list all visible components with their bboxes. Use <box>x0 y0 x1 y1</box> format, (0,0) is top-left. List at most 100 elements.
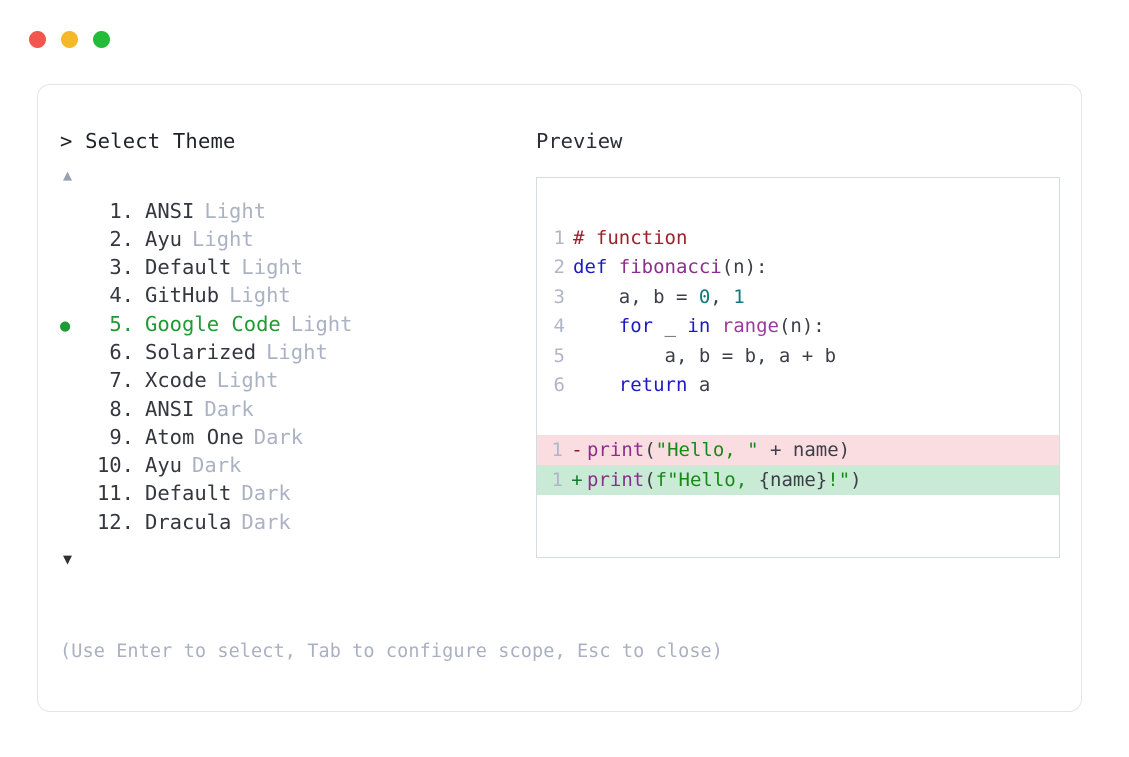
code-token: def <box>573 256 619 279</box>
code-text: def fibonacci(n): <box>573 253 767 283</box>
theme-name: Default <box>145 481 232 506</box>
theme-index: 7. <box>109 368 134 393</box>
theme-index: 8. <box>109 396 134 421</box>
keyboard-hint: (Use Enter to select, Tab to configure s… <box>60 641 724 662</box>
code-text: a, b = b, a + b <box>573 342 837 372</box>
diff-added-line: 1+print(f"Hello, {name}!") <box>537 464 1059 495</box>
theme-index: 3. <box>109 255 134 280</box>
code-line: 4 for _ in range(n): <box>537 312 1059 342</box>
diff-removed-line: 1-print("Hello, " + name) <box>537 434 1059 465</box>
theme-variant: Light <box>241 255 304 280</box>
prompt-caret-icon: > <box>60 129 73 153</box>
code-token: + name) <box>758 438 851 461</box>
code-token: "Hello, " <box>655 438 759 461</box>
code-line: 6 return a <box>537 371 1059 401</box>
theme-name: Google Code <box>145 311 281 336</box>
window-titlebar <box>0 0 1129 70</box>
diff-block: 1-print("Hello, " + name)1+print(f"Hello… <box>537 434 1059 495</box>
theme-index: 11. <box>96 481 134 506</box>
line-number: 6 <box>553 374 565 397</box>
theme-index: 10. <box>96 453 134 478</box>
theme-variant: Dark <box>192 453 242 478</box>
minimize-window-button[interactable] <box>61 31 78 48</box>
window-controls <box>29 31 110 48</box>
code-token: print <box>587 438 645 461</box>
maximize-window-button[interactable] <box>93 31 110 48</box>
code-token: 1 <box>733 285 745 308</box>
code-text: print(f"Hello, {name}!") <box>587 465 862 495</box>
theme-variant: Light <box>204 198 267 223</box>
code-line: 5 a, b = b, a + b <box>537 342 1059 372</box>
code-token: _ <box>653 315 688 338</box>
theme-list-item[interactable]: 7. Xcode Light <box>60 366 530 394</box>
code-token: for <box>618 315 654 338</box>
diff-sign: - <box>571 438 583 461</box>
code-token: a, b = <box>573 285 699 308</box>
code-token: ( <box>644 438 656 461</box>
line-number: 1 <box>551 468 563 491</box>
theme-list-item[interactable]: ● 5. Google Code Light <box>60 310 530 338</box>
theme-index: 12. <box>96 509 134 534</box>
theme-index: 6. <box>109 339 134 364</box>
theme-list-item[interactable]: 11. Default Dark <box>60 479 530 507</box>
preview-label: Preview <box>536 129 623 153</box>
theme-index: 4. <box>109 283 134 308</box>
scroll-up-icon[interactable]: ▲ <box>63 165 73 184</box>
close-window-button[interactable] <box>29 31 46 48</box>
theme-name: GitHub <box>145 283 220 308</box>
code-token: 0 <box>698 285 711 308</box>
page-title <box>73 129 86 153</box>
theme-name: Xcode <box>145 368 207 393</box>
theme-index: 5. <box>109 311 134 336</box>
code-token: print <box>587 468 645 491</box>
code-token: # function <box>573 226 688 249</box>
line-number: 1 <box>553 226 565 249</box>
code-text: print("Hello, " + name) <box>587 435 850 465</box>
prompt-title: Select Theme <box>85 129 236 153</box>
code-token: a <box>687 374 711 397</box>
theme-variant: Light <box>216 368 279 393</box>
line-number: 5 <box>553 344 565 367</box>
code-token <box>573 315 619 337</box>
theme-list-item[interactable]: 2. Ayu Light <box>60 225 530 253</box>
theme-variant: Dark <box>253 424 304 449</box>
code-token: (n): <box>721 256 768 279</box>
code-text: # function <box>573 224 687 254</box>
code-token: , <box>710 285 734 308</box>
code-text: for _ in range(n): <box>573 312 825 342</box>
theme-variant: Light <box>229 283 291 308</box>
code-token: ( <box>644 468 656 491</box>
theme-name: ANSI <box>145 396 195 421</box>
theme-variant: Light <box>290 311 353 336</box>
code-line: 3 a, b = 0, 1 <box>537 283 1059 313</box>
theme-list-item[interactable]: 3. Default Light <box>60 253 530 281</box>
selected-bullet-icon: ● <box>60 315 71 336</box>
theme-name: Ayu <box>145 226 183 251</box>
code-token: f"Hello, <box>655 468 759 491</box>
theme-name: ANSI <box>145 198 195 223</box>
theme-name: Default <box>145 255 232 280</box>
theme-list-item[interactable]: 4. GitHub Light <box>60 281 530 309</box>
code-token: fibonacci <box>618 256 722 279</box>
code-token: in <box>687 315 711 338</box>
theme-index: 2. <box>109 226 134 251</box>
code-token <box>573 374 619 396</box>
theme-variant: Light <box>192 226 254 251</box>
code-token: !" <box>827 468 851 491</box>
theme-variant: Dark <box>241 481 291 506</box>
theme-index: 9. <box>109 424 134 449</box>
theme-name: Solarized <box>145 339 257 364</box>
scroll-down-icon[interactable]: ▼ <box>63 550 73 569</box>
